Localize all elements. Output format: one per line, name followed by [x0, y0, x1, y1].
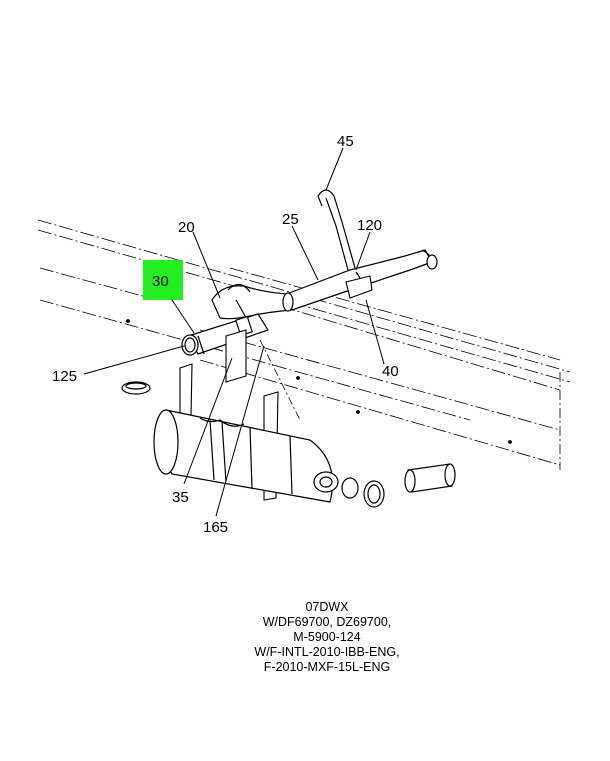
inlet-pipe-30 [181, 313, 269, 356]
callout-120[interactable]: 120 [357, 217, 382, 234]
callout-45[interactable]: 45 [337, 133, 354, 150]
callout-40[interactable]: 40 [382, 363, 399, 380]
diagram-caption: 07DWX W/DF69700, DZ69700, M-5900-124 W/F… [0, 600, 610, 675]
caption-line-5: F-2010-MXF-15L-ENG [263, 660, 391, 674]
caption-line-1: 07DWX [305, 600, 349, 614]
leader-lines [83, 147, 385, 517]
caption-line-3: M-5900-124 [293, 630, 361, 644]
caption-line-2: W/DF69700, DZ69700, [262, 615, 392, 629]
callout-20[interactable]: 20 [178, 219, 195, 236]
exhaust-elbow-20 [211, 283, 294, 320]
callout-35[interactable]: 35 [172, 489, 189, 506]
aftertreatment-canister-165 [121, 381, 456, 508]
callout-125[interactable]: 125 [52, 368, 77, 385]
frame-rails [37, 219, 571, 470]
callout-30[interactable]: 30 [152, 273, 169, 290]
exhaust-tube-45 [317, 189, 356, 271]
callout-30-highlight[interactable] [143, 260, 183, 300]
callout-165[interactable]: 165 [203, 519, 228, 536]
caption-line-4: W/F-INTL-2010-IBB-ENG, [254, 645, 400, 659]
callout-25[interactable]: 25 [282, 211, 299, 228]
